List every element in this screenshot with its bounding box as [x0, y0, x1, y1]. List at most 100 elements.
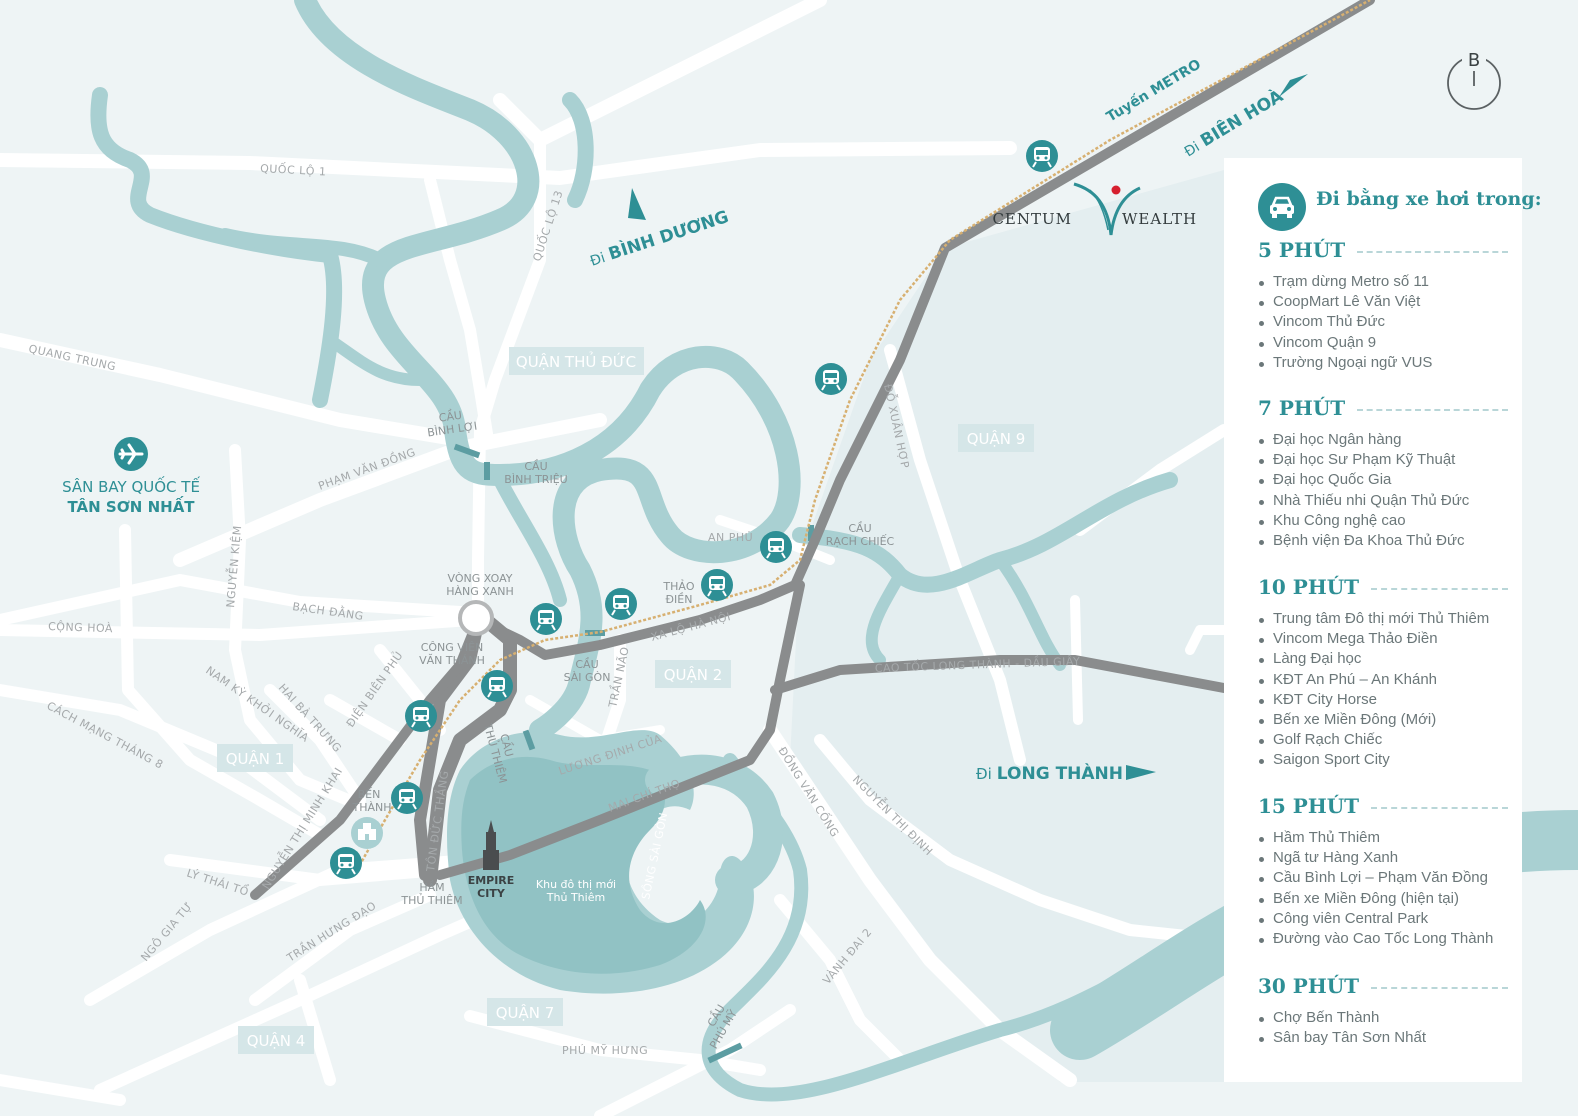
list-item: Đại học Quốc Gia — [1258, 470, 1508, 490]
landmark-label: CẦU — [575, 657, 598, 671]
list-item: Bệnh viện Đa Khoa Thủ Đức — [1258, 531, 1508, 551]
metro-line — [355, 0, 1371, 871]
street-label: CỘNG HOÀ — [48, 620, 113, 635]
list-item: Trường Ngoại ngữ VUS — [1258, 353, 1508, 373]
list-item: Chợ Bến Thành — [1258, 1008, 1508, 1028]
destination-bien-hoa: ĐiBIÊN HOÀ — [1179, 74, 1308, 161]
landmark-label: Khu đô thị mới — [536, 878, 616, 891]
list-item: Bến xe Miền Đông (hiện tại) — [1258, 889, 1508, 909]
list-item: Vincom Quận 9 — [1258, 333, 1508, 353]
district-label: QUẬN 1 — [226, 749, 285, 768]
list-item: Vincom Mega Thảo Điền — [1258, 629, 1508, 649]
section-7-phut: 7 PHÚT Đại học Ngân hàng Đại học Sư Phạm… — [1258, 396, 1508, 551]
compass-icon: B — [1447, 47, 1501, 110]
list-item: Đại học Ngân hàng — [1258, 430, 1508, 450]
district-label: QUẬN 7 — [496, 1003, 555, 1022]
metro-station-icon — [530, 603, 562, 635]
district-labels: QUẬN THỦ ĐỨC QUẬN 9 QUẬN 2 QUẬN 1 QUẬN 7… — [217, 347, 1034, 1054]
list-item: Đại học Sư Phạm Kỹ Thuật — [1258, 450, 1508, 470]
destination-binh-duong: ĐiBÌNH DƯƠNG — [588, 188, 731, 270]
list-item: Vincom Thủ Đức — [1258, 312, 1508, 332]
street-label: QUANG TRUNG — [27, 342, 117, 373]
list-item: CoopMart Lê Văn Việt — [1258, 292, 1508, 312]
car-icon — [1258, 183, 1306, 231]
metro-station-icon — [1026, 140, 1058, 172]
list-item: Bến xe Miền Đông (Mới) — [1258, 710, 1508, 730]
section-heading: 7 PHÚT — [1258, 396, 1346, 420]
landmark-label: CẦU — [497, 732, 517, 758]
list-item: Nhà Thiếu nhi Quận Thủ Đức — [1258, 491, 1508, 511]
street-label: QUỐC LỘ 1 — [260, 161, 327, 178]
metro-stations — [330, 140, 1058, 879]
metro-line-label: Tuyến METRO — [1103, 56, 1204, 126]
metro-station-icon — [701, 569, 733, 601]
svg-text:CẦUBÌNH TRIỆU: CẦUBÌNH TRIỆU — [504, 459, 567, 486]
svg-text:ĐiBIÊN HOÀ: ĐiBIÊN HOÀ — [1179, 84, 1287, 161]
panel-title: Đi bằng xe hơi trong: — [1316, 188, 1542, 210]
list-item: Golf Rạch Chiếc — [1258, 730, 1508, 750]
metro-station-icon — [391, 782, 423, 814]
metro-station-icon — [330, 847, 362, 879]
metro-station-icon — [605, 588, 637, 620]
list-item: Trạm dừng Metro số 11 — [1258, 272, 1508, 292]
district-label: QUẬN 2 — [664, 665, 723, 684]
street-label: ĐIỆN BIÊN PHỦ — [343, 648, 406, 729]
landmark-label: THẢO — [662, 579, 695, 593]
svg-text:B: B — [1468, 50, 1480, 71]
section-heading: 5 PHÚT — [1258, 238, 1346, 262]
list-item: Làng Đại học — [1258, 649, 1508, 669]
airplane-icon — [114, 437, 148, 471]
section-heading: 15 PHÚT — [1258, 794, 1360, 818]
list-item: Trung tâm Đô thị mới Thủ Thiêm — [1258, 609, 1508, 629]
list-item: Ngã tư Hàng Xanh — [1258, 848, 1508, 868]
svg-text:CẦUBÌNH LỢI: CẦUBÌNH LỢI — [424, 406, 477, 440]
section-30-phut: 30 PHÚT Chợ Bến Thành Sân bay Tân Sơn Nh… — [1258, 974, 1508, 1048]
landmark-label: CẦU — [438, 408, 463, 425]
district-label: QUẬN THỦ ĐỨC — [516, 351, 636, 371]
list-item: Hầm Thủ Thiêm — [1258, 828, 1508, 848]
list-item: Công viên Central Park — [1258, 909, 1508, 929]
arrow-icon — [628, 188, 646, 220]
landmark-label: CẦU — [524, 459, 547, 473]
landmark-label: HẦM — [419, 880, 444, 894]
landmark-label: EMPIRE — [468, 874, 515, 887]
street-label: PHÚ MỸ HƯNG — [562, 1044, 648, 1057]
centum-wealth-logo: CENTUM WEALTH — [992, 182, 1197, 236]
roundabout-hang-xanh — [458, 600, 494, 636]
district-label: QUẬN 4 — [247, 1031, 306, 1050]
svg-text:WEALTH: WEALTH — [1122, 210, 1197, 228]
section-5-phut: 5 PHÚT Trạm dừng Metro số 11 CoopMart Lê… — [1258, 238, 1508, 373]
section-10-phut: 10 PHÚT Trung tâm Đô thị mới Thủ Thiêm V… — [1258, 575, 1508, 771]
street-label: TRẦN HƯNG ĐẠO — [283, 898, 378, 965]
flag-arrow-icon — [1126, 765, 1156, 780]
section-heading: 30 PHÚT — [1258, 974, 1360, 998]
empire-city-tower-icon — [483, 820, 499, 870]
list-item: Sân bay Tân Sơn Nhất — [1258, 1028, 1508, 1048]
metro-station-icon — [405, 700, 437, 732]
market-icon — [351, 817, 383, 849]
district-label: QUẬN 9 — [967, 429, 1026, 448]
landmark-label: CÔNG VIÊN — [421, 641, 484, 654]
list-item: Saigon Sport City — [1258, 750, 1508, 770]
list-item: Cầu Bình Lợi – Phạm Văn Đồng — [1258, 868, 1508, 888]
metro-station-icon — [481, 670, 513, 702]
section-heading: 10 PHÚT — [1258, 575, 1360, 599]
section-15-phut: 15 PHÚT Hầm Thủ Thiêm Ngã tư Hàng Xanh C… — [1258, 794, 1508, 949]
landmark-label: VÒNG XOAY — [448, 572, 513, 585]
arrow-icon — [1279, 74, 1308, 97]
metro-station-icon — [815, 363, 847, 395]
landmark-label: BẾN — [358, 787, 381, 801]
landmark-label: CẦU — [848, 521, 871, 535]
list-item: KĐT City Horse — [1258, 690, 1508, 710]
